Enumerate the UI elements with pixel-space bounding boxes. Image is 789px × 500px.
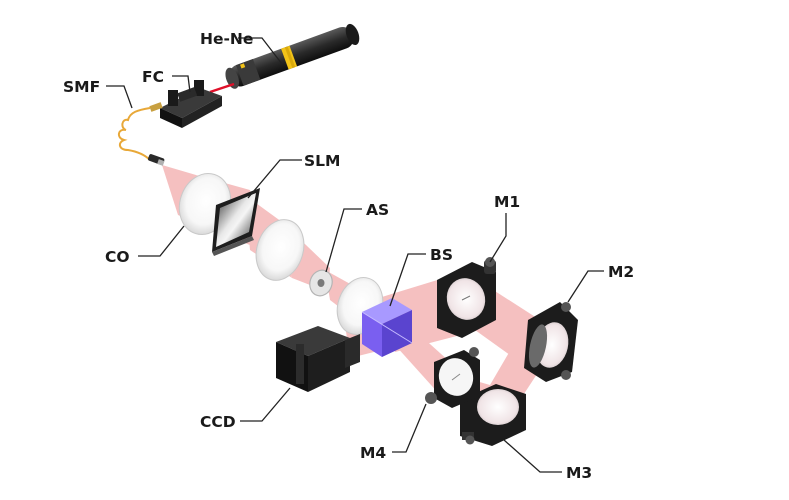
fiber-coupler-icon xyxy=(149,80,222,128)
leader-slm xyxy=(247,159,302,199)
label-as: AS xyxy=(366,201,389,219)
label-m1: M1 xyxy=(494,193,520,211)
leader-m4 xyxy=(392,403,427,453)
label-he-ne: He-Ne xyxy=(200,30,253,48)
laser-icon xyxy=(225,23,360,89)
leader-m2 xyxy=(567,270,604,303)
slm-icon xyxy=(212,188,260,256)
beam-splitter-icon xyxy=(361,298,413,357)
label-m4: M4 xyxy=(360,444,386,462)
mirror-mount-icon xyxy=(425,347,480,408)
leader-co xyxy=(138,225,185,257)
label-co: CO xyxy=(105,248,130,266)
label-smf: SMF xyxy=(63,78,100,96)
labels: He-Ne FC SMF SLM CO AS BS M1 M2 M3 M4 CC… xyxy=(63,30,634,482)
mirror-mount-icon xyxy=(460,384,526,446)
laser-beam xyxy=(209,82,235,94)
label-fc: FC xyxy=(142,68,164,86)
fiber-icon xyxy=(118,107,151,161)
label-m2: M2 xyxy=(608,263,634,281)
mirror-mount-icon xyxy=(437,257,496,338)
label-ccd: CCD xyxy=(200,413,236,431)
label-bs: BS xyxy=(430,246,453,264)
label-m3: M3 xyxy=(566,464,592,482)
leader-fc xyxy=(172,75,191,93)
mirror-mount-icon xyxy=(524,302,578,382)
leader-smf xyxy=(106,85,133,109)
leader-he-ne xyxy=(238,37,283,65)
leader-m3 xyxy=(503,439,562,473)
fiber-connector-icon xyxy=(148,154,165,166)
leader-as xyxy=(325,208,362,273)
leader-lines xyxy=(106,37,604,473)
leader-bs xyxy=(389,253,426,307)
label-slm: SLM xyxy=(304,152,340,170)
leader-ccd xyxy=(240,387,291,422)
camera-icon xyxy=(276,326,360,392)
aperture-icon xyxy=(309,269,333,297)
lens-icon xyxy=(255,219,305,281)
leader-m1 xyxy=(489,213,507,263)
